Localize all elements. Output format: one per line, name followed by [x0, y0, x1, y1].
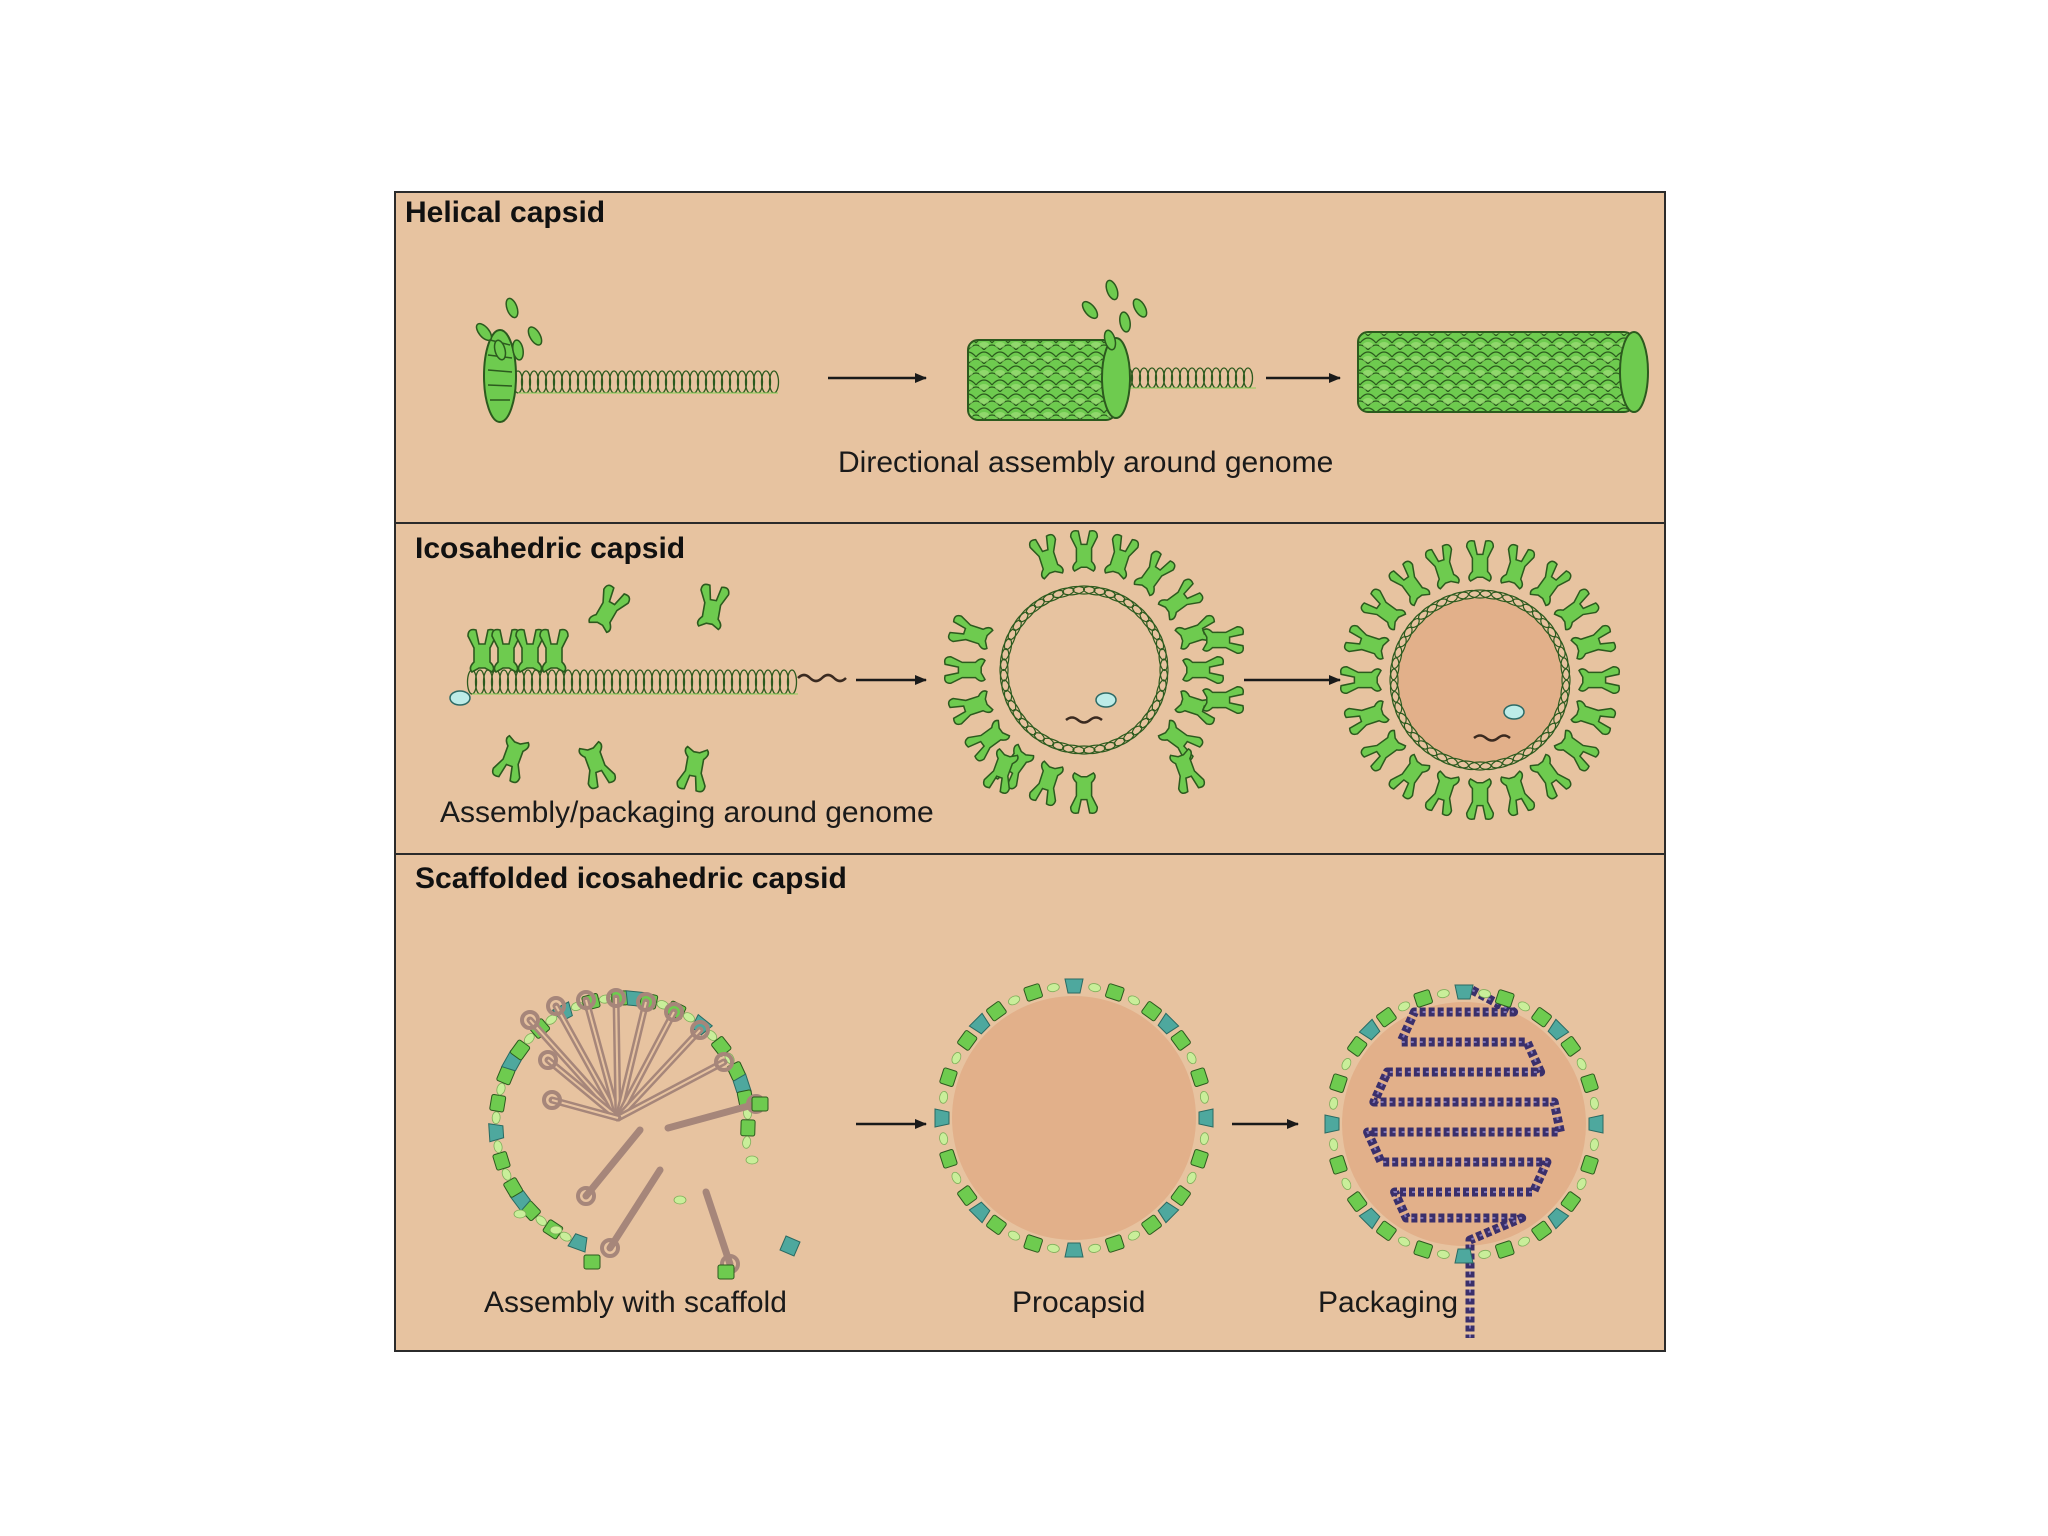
helical-stage-3 — [1357, 331, 1649, 413]
icosahedral-stage-3 — [1339, 539, 1621, 821]
icosahedral-stage-1 — [449, 583, 847, 793]
assembly-with-scaffold-caption: Assembly with scaffold — [484, 1286, 787, 1319]
packaged-dna — [1363, 986, 1565, 1338]
helical-title: Helical capsid — [405, 196, 605, 229]
genome-coil — [466, 669, 798, 695]
genome-coil — [1122, 367, 1256, 389]
icosahedral-caption: Assembly/packaging around genome — [440, 796, 934, 829]
procapsid-caption: Procapsid — [1012, 1286, 1145, 1319]
complete-capsid — [1339, 539, 1621, 821]
packaging-protein — [449, 690, 471, 706]
scaffolded-stage-procapsid — [934, 978, 1214, 1258]
capsomer-subunits — [467, 583, 730, 793]
icosahedral-title: Icosahedric capsid — [415, 532, 685, 565]
genome-ring — [999, 585, 1169, 755]
scaffolded-stage-assembly — [488, 988, 801, 1280]
procapsid-shell — [934, 978, 1214, 1258]
free-subunits — [475, 297, 543, 361]
icosahedral-stage-2 — [943, 529, 1245, 815]
genome-ring — [1389, 589, 1571, 771]
helical-stage-2 — [967, 279, 1256, 421]
packaging-caption: Packaging — [1318, 1286, 1458, 1319]
scaffold-proteins — [513, 988, 801, 1280]
scaffolded-title: Scaffolded icosahedric capsid — [415, 862, 847, 895]
partial-capsid — [943, 529, 1245, 815]
genome-coil — [512, 370, 780, 394]
scaffolded-stage-packaging — [1324, 984, 1604, 1338]
helical-stage-1 — [475, 297, 780, 423]
mature-shell — [1324, 984, 1604, 1264]
helical-caption: Directional assembly around genome — [838, 446, 1333, 479]
